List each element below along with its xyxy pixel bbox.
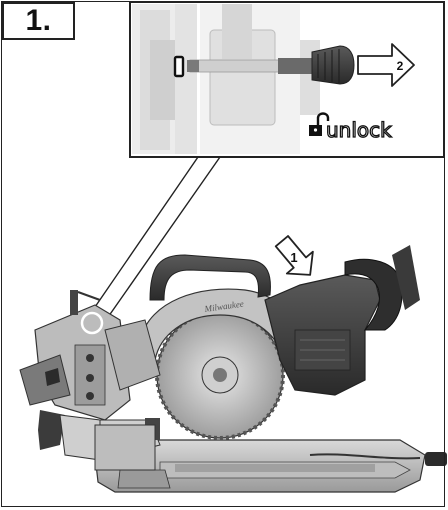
callout-arrow-2 bbox=[357, 43, 415, 87]
unlock-icon bbox=[309, 112, 330, 136]
inset-detail: 2 unlock bbox=[129, 1, 445, 158]
saw-motor-handle bbox=[264, 245, 420, 396]
miter-saw: Milwaukee bbox=[19, 245, 447, 493]
step-number: 1. bbox=[25, 4, 52, 37]
saw-blade-assembly: Milwaukee bbox=[104, 288, 301, 440]
callout-arrow-1-label: 1 bbox=[290, 250, 297, 265]
callout-arrow-2-label: 2 bbox=[397, 59, 404, 73]
step-number-box: 1. bbox=[2, 2, 75, 40]
callout-arrow-1 bbox=[274, 235, 314, 276]
lock-pin-indicator bbox=[173, 55, 185, 78]
saw-carry-handle bbox=[149, 254, 271, 301]
unlock-label: unlock bbox=[326, 118, 392, 142]
callout-leader-lines bbox=[83, 156, 221, 331]
zoom-circle bbox=[80, 311, 104, 335]
